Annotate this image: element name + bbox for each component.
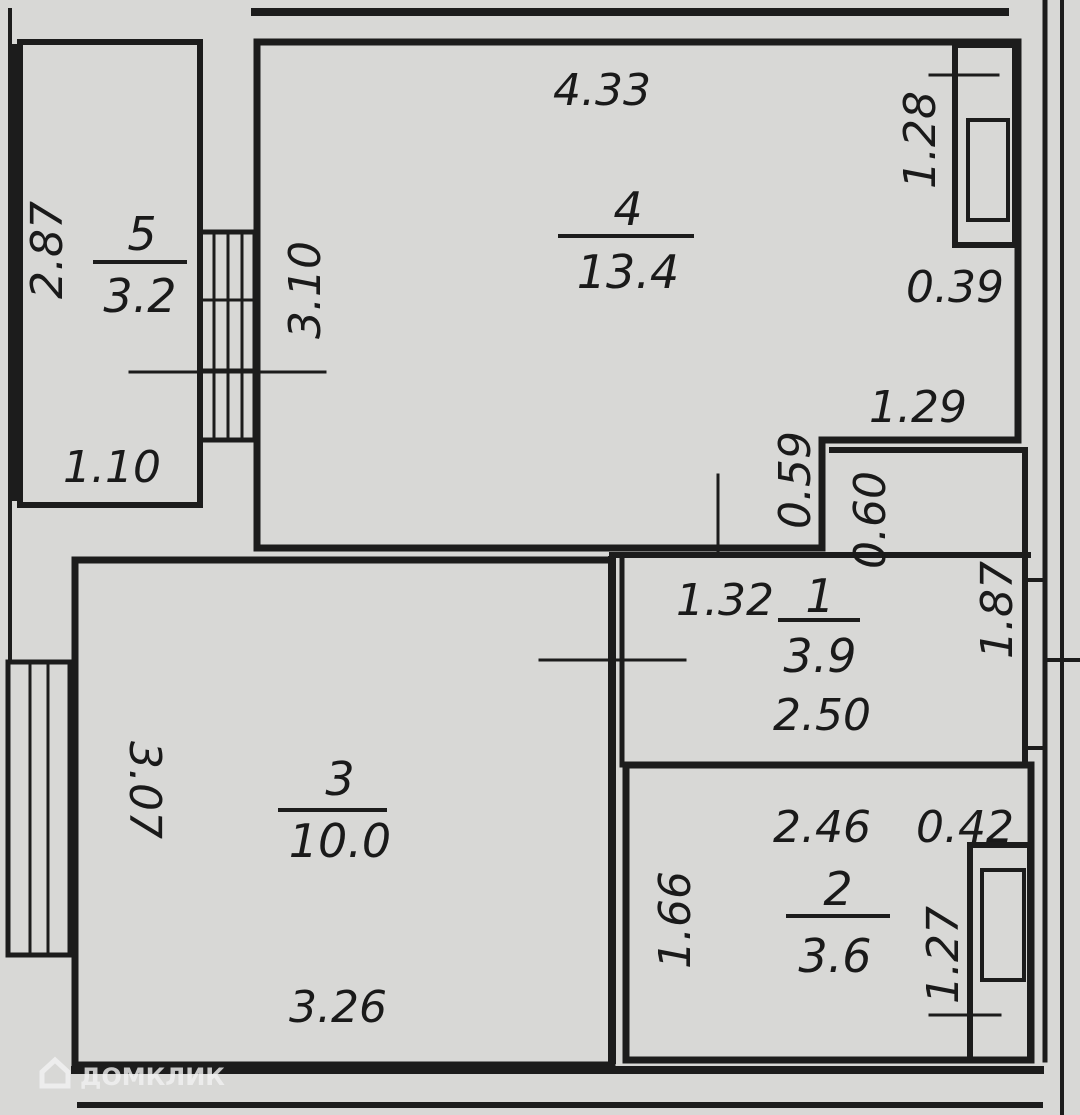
walls [8, 0, 1080, 1115]
room-area: 3.9 [783, 629, 856, 683]
room-number: 2 [823, 862, 852, 916]
dim-label: 1.29 [869, 382, 967, 433]
dim-label: 0.39 [906, 262, 1004, 313]
dim-label: 0.42 [916, 802, 1014, 853]
room-area: 13.4 [577, 245, 679, 299]
house-logo-icon [39, 1056, 71, 1089]
room-number: 1 [805, 569, 834, 623]
room-number: 3 [325, 752, 354, 806]
room-area: 10.0 [289, 814, 391, 868]
dim-label: 3.10 [280, 241, 331, 339]
dim-label: 2.87 [22, 201, 73, 299]
dim-label: 1.10 [63, 442, 161, 493]
dim-label: 3.26 [289, 982, 387, 1033]
dim-label: 1.32 [676, 575, 774, 626]
room-area: 3.6 [798, 929, 871, 983]
room-4-label: 4 13.4 [577, 182, 679, 299]
dim-label: 2.46 [773, 802, 871, 853]
dim-label: 1.87 [972, 561, 1023, 659]
room-area: 3.2 [103, 269, 176, 323]
dim-label: 4.33 [553, 65, 651, 116]
niche-room-4 [928, 42, 1018, 248]
room-1-label: 1 3.9 [783, 569, 856, 683]
watermark: ДОМКЛИК [39, 1056, 225, 1091]
room-4-outline [253, 38, 1022, 552]
room-number: 5 [127, 207, 156, 261]
room-number: 4 [613, 182, 642, 236]
stairs [197, 229, 258, 443]
watermark-text: ДОМКЛИК [80, 1063, 225, 1091]
dimension-ticks [93, 234, 890, 918]
dim-label: 0.59 [770, 431, 821, 529]
dim-label: 2.50 [773, 690, 871, 741]
dim-label: 3.07 [119, 741, 170, 839]
room-5-label: 5 3.2 [103, 207, 176, 323]
dim-label: 1.66 [650, 871, 701, 969]
niche-room-2 [928, 842, 1033, 1063]
dim-label: 1.27 [918, 906, 969, 1004]
dim-label: 1.28 [895, 91, 946, 189]
dim-label: 0.60 [845, 471, 896, 569]
room-2-label: 2 3.6 [798, 862, 871, 983]
dimension-labels: 2.87 1.10 3.10 4.33 1.28 0.39 1.29 0.59 … [22, 65, 1023, 1033]
room-3-label: 3 10.0 [289, 752, 391, 868]
window-left [5, 659, 73, 958]
